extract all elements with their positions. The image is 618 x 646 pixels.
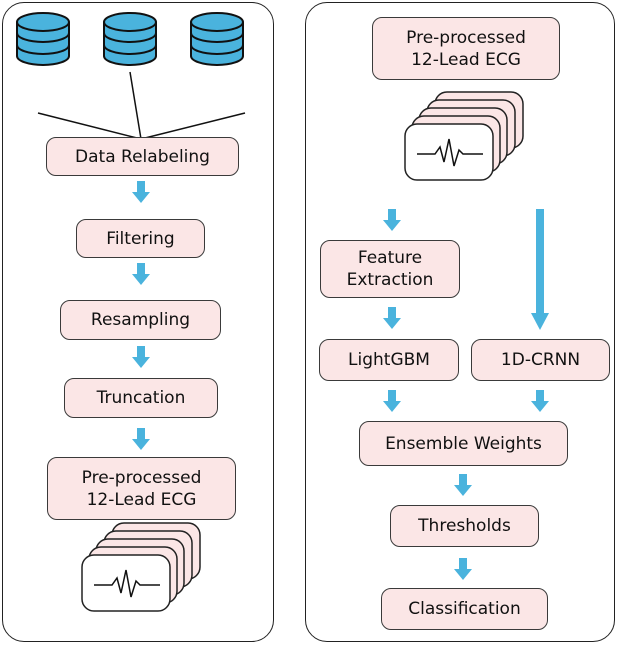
feature-extraction-label: Feature Extraction — [346, 248, 434, 290]
database-icon-3 — [190, 12, 244, 66]
arrow-down-icon — [132, 181, 150, 203]
right-preprocessed-ecg-label: Pre-processed 12-Lead ECG — [406, 27, 526, 70]
arrow-down-icon — [132, 346, 150, 368]
resampling-box: Resampling — [60, 300, 221, 340]
connector-line — [37, 112, 142, 140]
truncation-box: Truncation — [64, 378, 218, 418]
filtering-label: Filtering — [106, 228, 175, 249]
connector-line — [129, 71, 142, 140]
arrow-down-icon — [132, 428, 150, 450]
database-icon-2 — [103, 12, 157, 66]
arrow-down-icon — [383, 307, 401, 329]
classification-box: Classification — [381, 588, 548, 630]
preprocessed-ecg-label: Pre-processed 12-Lead ECG — [81, 467, 202, 510]
database-icon-1 — [16, 12, 70, 66]
arrow-down-icon — [454, 474, 472, 496]
classification-label: Classification — [408, 599, 521, 619]
ensemble-weights-label: Ensemble Weights — [385, 433, 542, 454]
truncation-label: Truncation — [96, 388, 186, 408]
ecg-stack-icon — [81, 522, 201, 612]
resampling-label: Resampling — [90, 310, 191, 330]
filtering-box: Filtering — [76, 219, 205, 258]
lightgbm-box: LightGBM — [319, 339, 459, 381]
thresholds-box: Thresholds — [390, 505, 539, 547]
data-relabeling-box: Data Relabeling — [46, 137, 239, 176]
arrow-down-icon — [531, 390, 549, 412]
crnn-box: 1D-CRNN — [471, 339, 610, 381]
crnn-label: 1D-CRNN — [500, 350, 581, 370]
long-arrow-shaft — [536, 209, 544, 314]
right-preprocessed-ecg-box: Pre-processed 12-Lead ECG — [372, 17, 560, 80]
arrow-down-icon — [454, 558, 472, 580]
arrow-down-icon — [383, 209, 401, 231]
ecg-stack-icon — [404, 91, 524, 181]
connector-line — [140, 112, 246, 140]
lightgbm-label: LightGBM — [348, 350, 430, 370]
thresholds-label: Thresholds — [418, 516, 511, 536]
arrow-down-icon — [383, 390, 401, 412]
preprocessed-ecg-box: Pre-processed 12-Lead ECG — [47, 457, 236, 520]
long-arrow-head — [531, 313, 549, 330]
arrow-down-icon — [132, 263, 150, 285]
feature-extraction-box: Feature Extraction — [320, 240, 460, 298]
ensemble-weights-box: Ensemble Weights — [359, 421, 568, 466]
data-relabeling-label: Data Relabeling — [75, 146, 210, 167]
